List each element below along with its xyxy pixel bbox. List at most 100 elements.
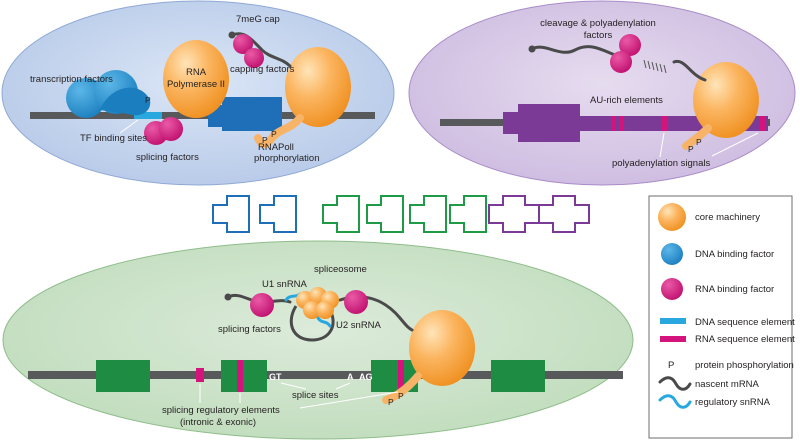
rna-polymerase-label-line2: Polymerase II [167, 79, 225, 90]
intron-lariat [289, 305, 335, 342]
polymerase-icon [693, 62, 759, 138]
dna-sequence-element-swatch [660, 318, 686, 324]
ctd-phosphate-icon: P [271, 129, 277, 139]
capping-factors-label: capping factors [230, 64, 295, 75]
rna-sequence-element-swatch [660, 336, 686, 342]
exon-outline-blue [212, 195, 250, 233]
legend-label: RNA sequence element [695, 334, 795, 345]
tf-binding-site [134, 112, 162, 119]
spliceosome-label: spliceosome [314, 264, 367, 275]
u2-snrna [316, 316, 332, 328]
ctd-phosphate-icon: P [688, 144, 694, 154]
tf-phosphate-icon: P [145, 95, 151, 105]
a-branch-site: A [347, 372, 354, 382]
cap-label: 7meG cap [236, 14, 280, 25]
rna-binding-factor-swatch [661, 278, 683, 300]
ctd-tail [254, 114, 304, 148]
au-rich-element [612, 116, 616, 131]
polyadenylation-panel: P P cleavage & polyadenylation factors A… [408, 0, 796, 186]
ag-splice-site: AG [359, 372, 373, 382]
cleavage-factor-icon [619, 34, 641, 56]
exon-block [96, 360, 150, 392]
gt-splice-site: GT [269, 372, 282, 382]
regulatory-element [398, 360, 404, 392]
spliceosome-icon [296, 287, 339, 319]
cleavage-factor-icon [610, 51, 632, 73]
downstream-rna [672, 59, 707, 82]
legend-label: nascent mRNA [695, 379, 760, 390]
rna-polymerase-ii-icon [163, 40, 229, 118]
splicing-panel: GT A AG P P U1 snRNA spliceosome U2 snRN… [2, 240, 634, 440]
polyadenylation-signal [760, 116, 765, 131]
polyadenylation-signal [662, 116, 667, 131]
regulatory-element [237, 360, 243, 392]
ctd-phosphate-icon: P [262, 135, 268, 145]
ctd-tail [682, 124, 712, 150]
exon-outline-green [449, 195, 487, 233]
legend-label: RNA binding factor [695, 284, 774, 295]
splice-site-pointer [335, 382, 351, 390]
exon-block [221, 360, 267, 392]
exon-block [491, 360, 545, 392]
regulatory-element [196, 368, 204, 382]
exon-outline-purple [538, 195, 590, 233]
splice-site-pointer [280, 382, 307, 390]
legend-label: DNA binding factor [695, 249, 774, 260]
last-exon [503, 112, 518, 134]
cleavage-factors-label-line1: cleavage & polyadenylation [540, 18, 656, 29]
rnapoll-label-line1: RNAPoll [258, 142, 294, 153]
elongating-polymerase-icon [285, 47, 351, 127]
exon-outline-row [212, 195, 590, 233]
polyadenylation-signals-label: polyadenylation signals [612, 158, 710, 169]
regulatory-pointer [299, 391, 399, 409]
exon-outline-green [366, 195, 404, 233]
phosphorylation-symbol-icon: P [668, 360, 674, 371]
tf-binding-sites-pointer [119, 119, 139, 134]
exon-outline-purple [488, 195, 540, 233]
splicing-factors-label: splicing factors [218, 324, 281, 335]
first-exon-body [222, 97, 282, 131]
splice-sites-label: splice sites [292, 390, 339, 401]
regulatory-elements-label-line2: (intronic & exonic) [180, 417, 256, 428]
transcription-factor-icon [66, 70, 151, 118]
poly-a-tail [643, 59, 667, 74]
splicing-factor-icon [159, 117, 183, 141]
legend-label: regulatory snRNA [695, 397, 771, 408]
rnapoll-label-line2: phorphorylation [254, 153, 320, 164]
legend-label: protein phosphorylation [695, 360, 794, 371]
ctd-phosphate-icon: P [388, 397, 394, 407]
polymerase-icon [409, 310, 475, 386]
ctd-phosphate-icon: P [696, 137, 702, 147]
ctd-phosphate-icon: P [398, 391, 404, 401]
transcription-factors-label: transcription factors [30, 74, 113, 85]
legend-label: core machinery [695, 212, 760, 223]
dna-strand [28, 371, 623, 379]
legend: core machinery DNA binding factor RNA bi… [648, 195, 795, 439]
nascent-mrna-swatch [658, 376, 692, 391]
exon-outline-green [322, 195, 360, 233]
poly-signal-pointer [711, 132, 759, 157]
rna-polymerase-label-line1: RNA [186, 67, 207, 78]
splicing-factor-icon [344, 290, 368, 314]
splicing-factors-label: splicing factors [136, 152, 199, 163]
au-rich-element [620, 116, 624, 131]
splicing-factor-icon [250, 293, 274, 317]
tf-binding-sites-label: TF binding sites [80, 133, 147, 144]
poly-signal-pointer [659, 132, 665, 158]
au-rich-elements-label: AU-rich elements [590, 95, 663, 106]
legend-label: DNA sequence element [695, 317, 795, 328]
regulatory-elements-label-line1: splicing regulatory elements [162, 405, 280, 416]
transcription-panel: P P P transcription factors TF binding s… [1, 0, 395, 186]
exon-outline-blue [259, 195, 297, 233]
core-machinery-swatch [658, 203, 686, 231]
exon-outline-green [409, 195, 447, 233]
capping-factor-icon [244, 48, 264, 68]
u1-snrna-label: U1 snRNA [262, 279, 308, 290]
dna-binding-factor-swatch [661, 243, 683, 265]
regulatory-snrna-swatch [658, 394, 692, 409]
cleaved-mrna [530, 45, 617, 57]
cleavage-factors-label-line2: factors [584, 30, 613, 41]
u2-snrna-label: U2 snRNA [336, 320, 382, 331]
capping-factor-icon [233, 34, 253, 54]
